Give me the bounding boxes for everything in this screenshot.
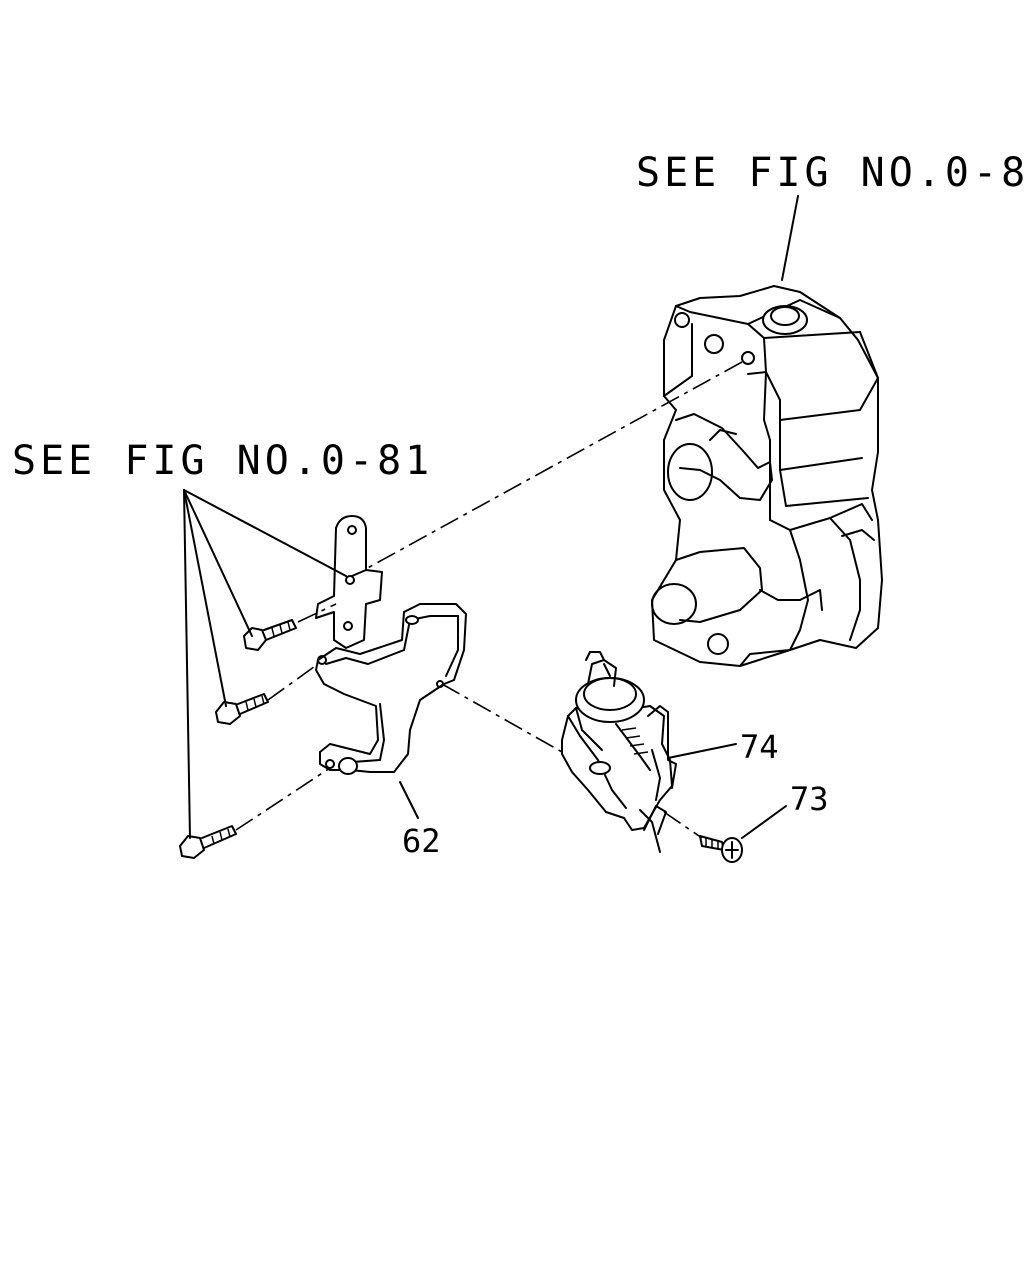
alignment-line-bolt-lower [235, 767, 331, 831]
leader-line-73 [741, 805, 787, 839]
leader-line-top-reference [781, 195, 799, 281]
reference-label-left: SEE FIG NO.0-81 [12, 438, 433, 484]
leader-line-62 [399, 781, 419, 819]
bracket-part-62 [315, 603, 467, 775]
alignment-line-screw [663, 811, 703, 839]
part-number-62: 62 [402, 822, 441, 860]
engine-housing [651, 285, 883, 667]
bolt-upper [243, 619, 297, 651]
bolt-lower [179, 825, 237, 859]
screw-part-73 [699, 835, 743, 863]
alignment-line-bolt-upper [297, 603, 337, 623]
alignment-line-actuator [441, 683, 563, 753]
leader-lines-left-reference [183, 489, 347, 839]
leader-line-74 [667, 743, 737, 759]
reference-label-top: SEE FIG NO.0-81 [636, 150, 1024, 196]
part-number-74: 74 [740, 728, 779, 766]
actuator-part-74 [561, 651, 677, 853]
alignment-line-bolt-middle [267, 663, 319, 701]
bolt-middle [215, 693, 269, 725]
part-number-73: 73 [790, 780, 829, 818]
upright-bracket-arm [315, 515, 383, 649]
